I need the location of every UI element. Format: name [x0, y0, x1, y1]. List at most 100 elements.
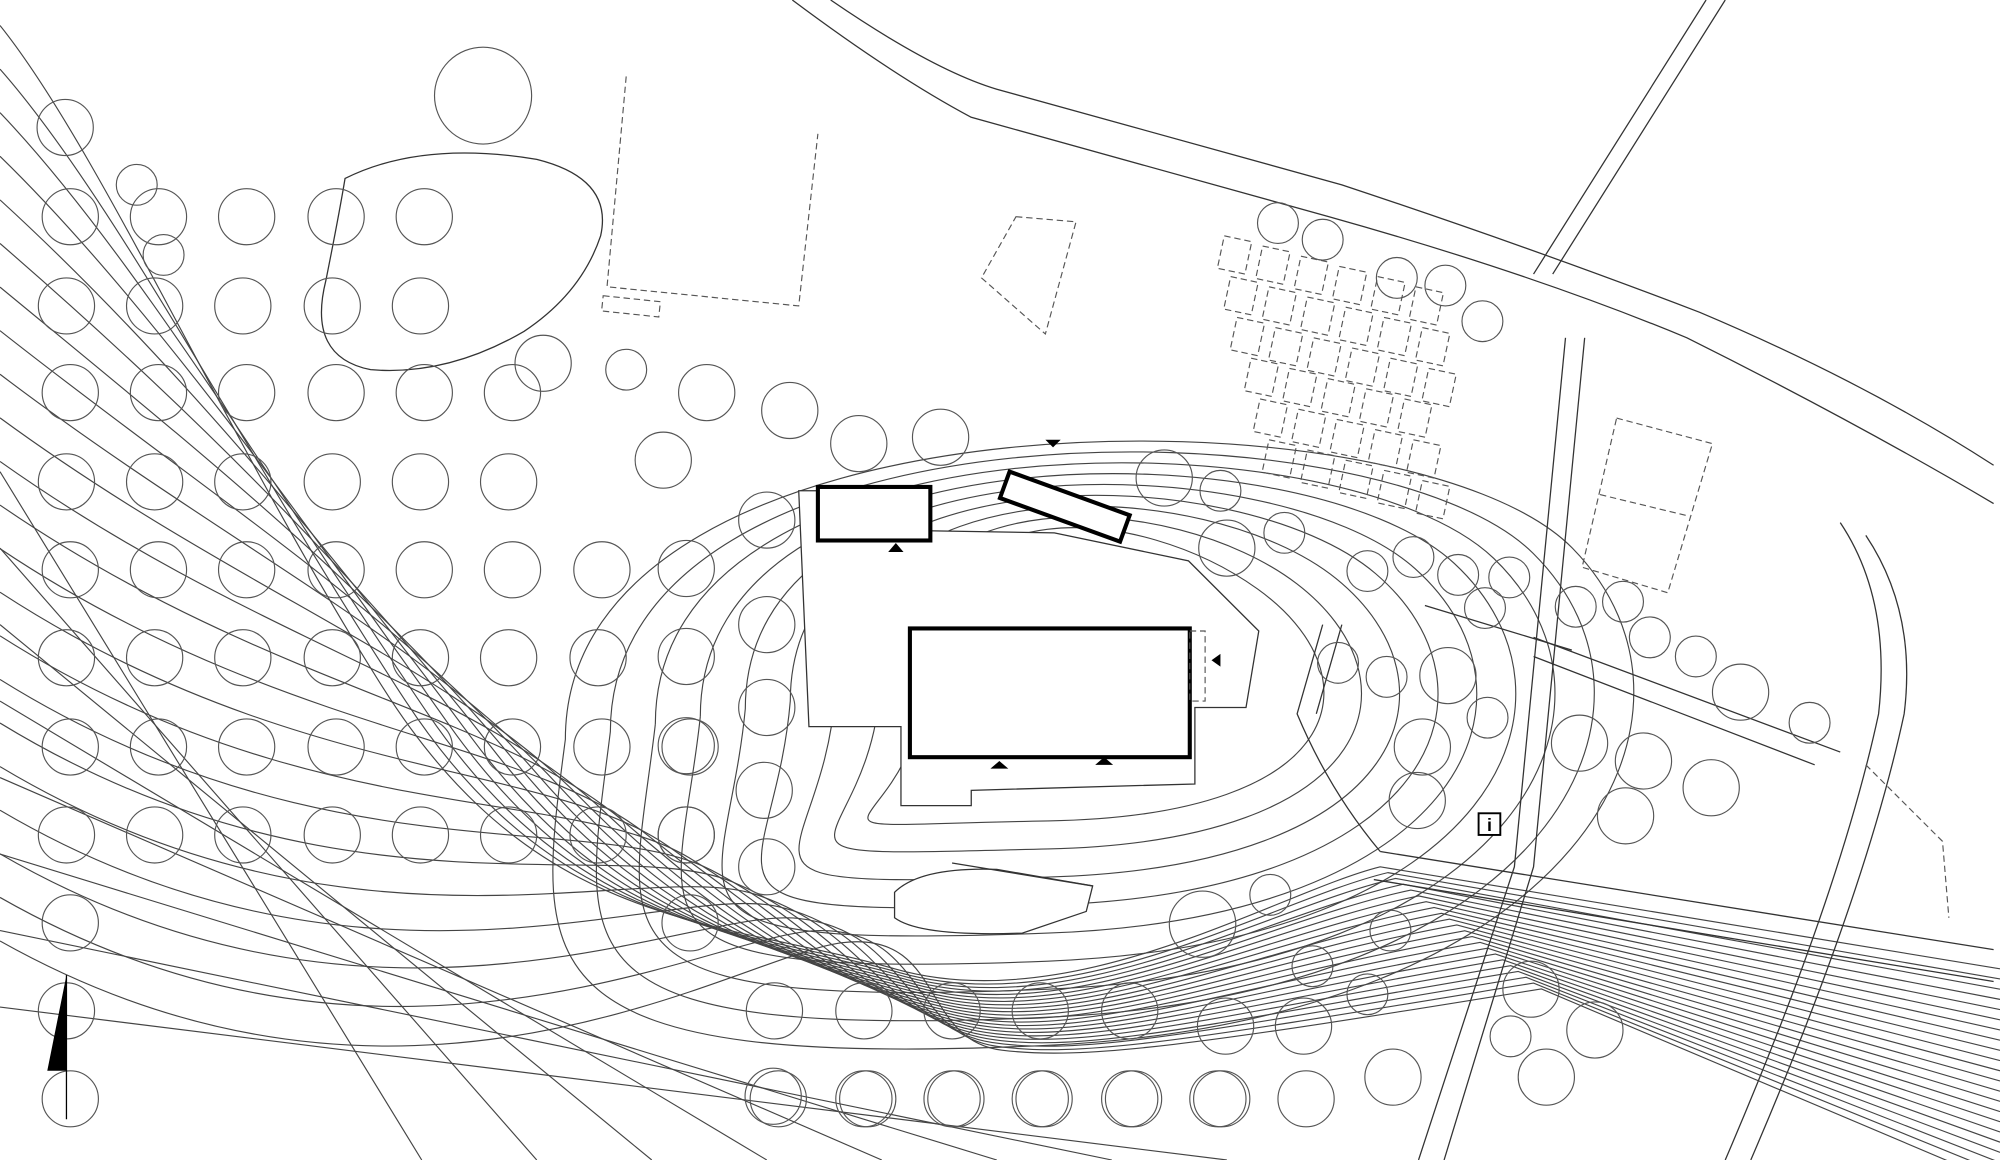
contour-line — [0, 68, 2000, 985]
tree — [573, 541, 631, 599]
parking-space — [1252, 398, 1289, 438]
tree — [41, 718, 99, 776]
tree — [634, 431, 692, 489]
tree — [1461, 300, 1504, 343]
contour-line — [680, 473, 1517, 965]
tree — [927, 1070, 985, 1128]
tree — [1375, 256, 1418, 299]
tree — [1346, 550, 1389, 593]
tree — [1101, 1070, 1159, 1128]
info-label: i — [1487, 815, 1492, 835]
tree — [911, 408, 970, 466]
parking-space — [1306, 337, 1342, 377]
tree — [738, 838, 796, 896]
parking-space — [1255, 245, 1291, 285]
tree — [923, 982, 981, 1040]
tree — [1682, 759, 1740, 817]
contour-line — [595, 451, 1595, 1022]
tree — [433, 46, 533, 145]
tree — [217, 363, 276, 422]
contour-line — [834, 516, 1362, 853]
tree — [391, 629, 450, 687]
tree — [217, 188, 276, 246]
tree — [1011, 982, 1069, 1040]
tree — [303, 629, 361, 687]
tree — [657, 627, 715, 686]
tree — [605, 348, 648, 391]
contour-line — [0, 678, 2000, 1123]
parking-space — [1405, 439, 1442, 479]
tree — [483, 363, 542, 422]
tree — [1193, 1070, 1251, 1128]
tree — [1502, 960, 1560, 1018]
contour-line — [0, 940, 1948, 1160]
tree — [307, 363, 365, 422]
tree — [1301, 218, 1344, 261]
tree — [37, 453, 96, 511]
tree — [41, 541, 99, 599]
tree — [657, 717, 715, 775]
tree — [1466, 696, 1509, 739]
tree — [738, 595, 796, 654]
parking-space — [1338, 459, 1374, 500]
contour-line — [0, 504, 2000, 1082]
tree — [830, 414, 888, 473]
contour-line — [0, 1006, 1227, 1160]
tree — [1419, 646, 1477, 705]
parking-space — [1299, 449, 1336, 489]
tree — [1488, 556, 1531, 599]
tree — [745, 982, 804, 1040]
building-small-north — [997, 469, 1133, 545]
tree — [749, 1070, 807, 1128]
contour-line — [0, 777, 883, 1160]
tree — [1101, 982, 1159, 1040]
tree — [1015, 1070, 1073, 1128]
tree — [125, 806, 184, 864]
tree — [1135, 449, 1193, 507]
parking-area — [1216, 235, 1457, 520]
contour-line — [0, 112, 2000, 990]
tree — [41, 1070, 99, 1128]
tree — [483, 718, 542, 776]
tree — [1316, 641, 1360, 684]
trees — [36, 46, 1831, 1128]
tree — [569, 806, 627, 864]
building-small-west — [815, 484, 933, 543]
parking-space — [1293, 255, 1330, 296]
tree — [1601, 580, 1645, 623]
contour-line — [0, 547, 538, 1160]
tree — [761, 381, 819, 440]
tree — [1346, 973, 1389, 1016]
parking-space — [1331, 265, 1368, 306]
building-complex — [798, 439, 1260, 935]
tree — [307, 718, 365, 776]
contour-line — [0, 635, 2000, 1113]
tree — [835, 1070, 893, 1128]
tree — [479, 629, 538, 687]
tree — [514, 334, 572, 392]
tree — [839, 1070, 897, 1128]
tree — [303, 277, 361, 335]
contour-line — [721, 483, 1478, 937]
tree — [1196, 997, 1255, 1055]
tree — [1277, 1070, 1335, 1128]
parking-space — [1290, 408, 1327, 449]
tree — [129, 718, 188, 776]
parking-space — [1408, 286, 1445, 326]
tree — [1392, 536, 1435, 579]
tree — [1263, 511, 1306, 554]
tree — [657, 806, 715, 864]
tree — [1489, 1015, 1532, 1058]
info-sign: i — [1477, 812, 1502, 836]
tree — [1437, 553, 1480, 596]
tree — [214, 453, 272, 511]
tree — [1199, 469, 1242, 512]
tree — [1393, 718, 1452, 776]
tree — [1711, 663, 1770, 721]
parking-space — [1358, 388, 1395, 428]
tree — [835, 982, 893, 1040]
tree — [1388, 771, 1446, 830]
tree — [1198, 519, 1256, 577]
tree — [1168, 890, 1237, 958]
